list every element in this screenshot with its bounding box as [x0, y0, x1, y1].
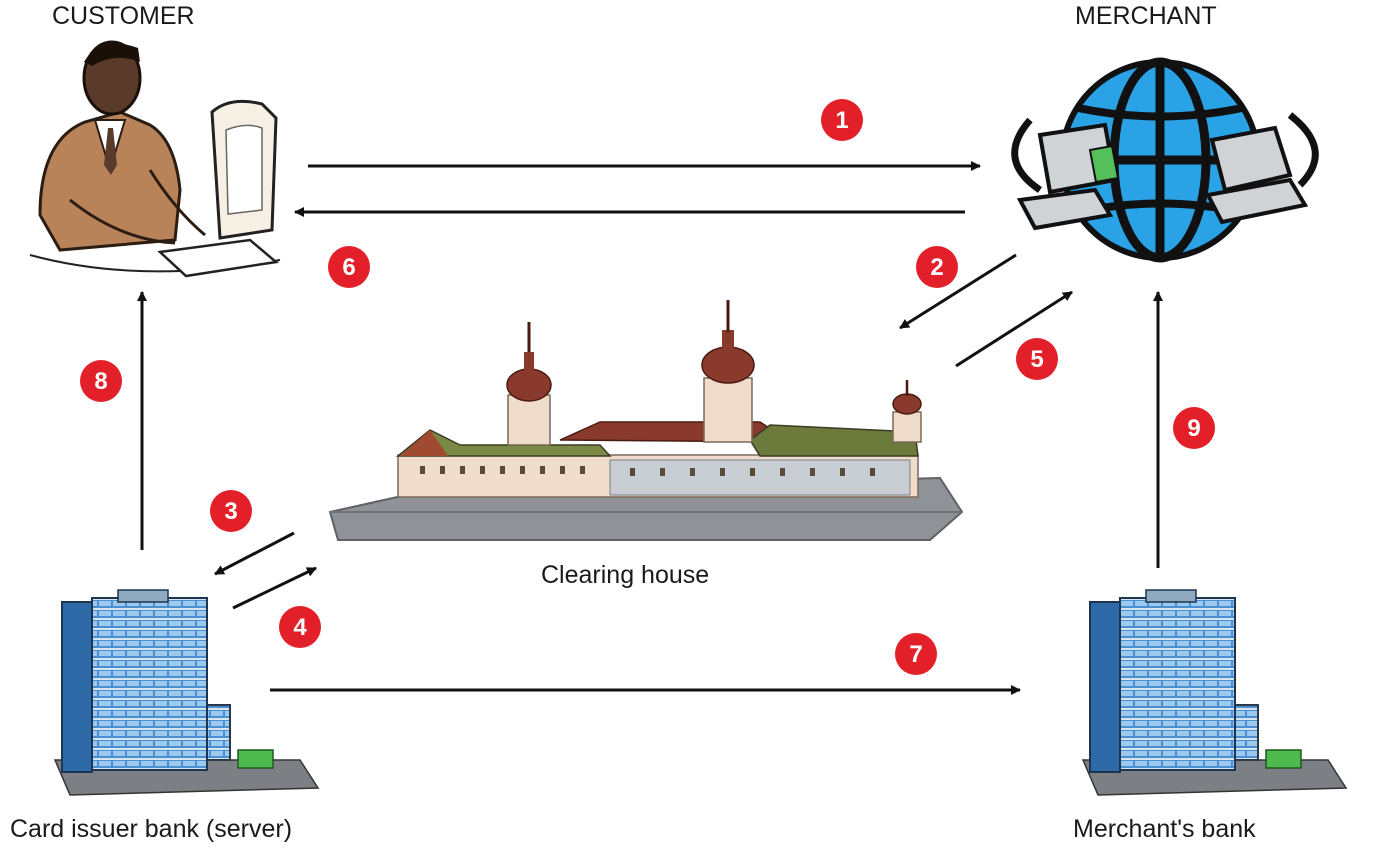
office-building-icon: [53, 589, 320, 796]
step-badge-9: 9: [1173, 407, 1215, 449]
step-badge-label: 1: [835, 107, 848, 134]
merchants-bank-label: Merchant's bank: [1073, 815, 1256, 843]
step-badge-1: 1: [821, 99, 863, 141]
step-badge-label: 8: [94, 368, 107, 395]
step-badge-7: 7: [895, 633, 937, 675]
arrow-3-clearing-to-issuer: [214, 531, 295, 576]
castle-icon: [328, 300, 964, 541]
customer-label: CUSTOMER: [52, 2, 195, 30]
step-badge-label: 4: [293, 614, 307, 641]
step-badge-8: 8: [80, 360, 122, 402]
step-badge-label: 5: [1030, 346, 1043, 373]
merchant-label: MERCHANT: [1075, 2, 1217, 30]
globe-network-icon: [1011, 57, 1319, 263]
step-badge-5: 5: [1016, 338, 1058, 380]
flow-arrows: [137, 161, 1163, 695]
step-badge-label: 7: [909, 641, 922, 668]
person-at-computer-icon: [29, 40, 281, 278]
arrow-4-issuer-to-clearing: [232, 566, 317, 610]
step-badge-4: 4: [279, 606, 321, 648]
arrow-2-merchant-to-clearing: [899, 253, 1017, 330]
payment-flow-diagram: 1 2 3 4 5 6 7 8 9: [29, 40, 1348, 796]
step-badge-label: 3: [224, 498, 237, 525]
step-badge-label: 9: [1187, 415, 1200, 442]
step-badge-label: 2: [930, 254, 943, 281]
card-issuer-bank-label: Card issuer bank (server): [10, 815, 293, 843]
step-badge-2: 2: [916, 246, 958, 288]
arrow-5-clearing-to-merchant: [955, 290, 1073, 368]
clearing-house-label: Clearing house: [541, 561, 710, 589]
step-badge-label: 6: [342, 254, 355, 281]
step-badge-3: 3: [210, 490, 252, 532]
office-building-icon: [1081, 589, 1348, 796]
step-badge-6: 6: [328, 246, 370, 288]
